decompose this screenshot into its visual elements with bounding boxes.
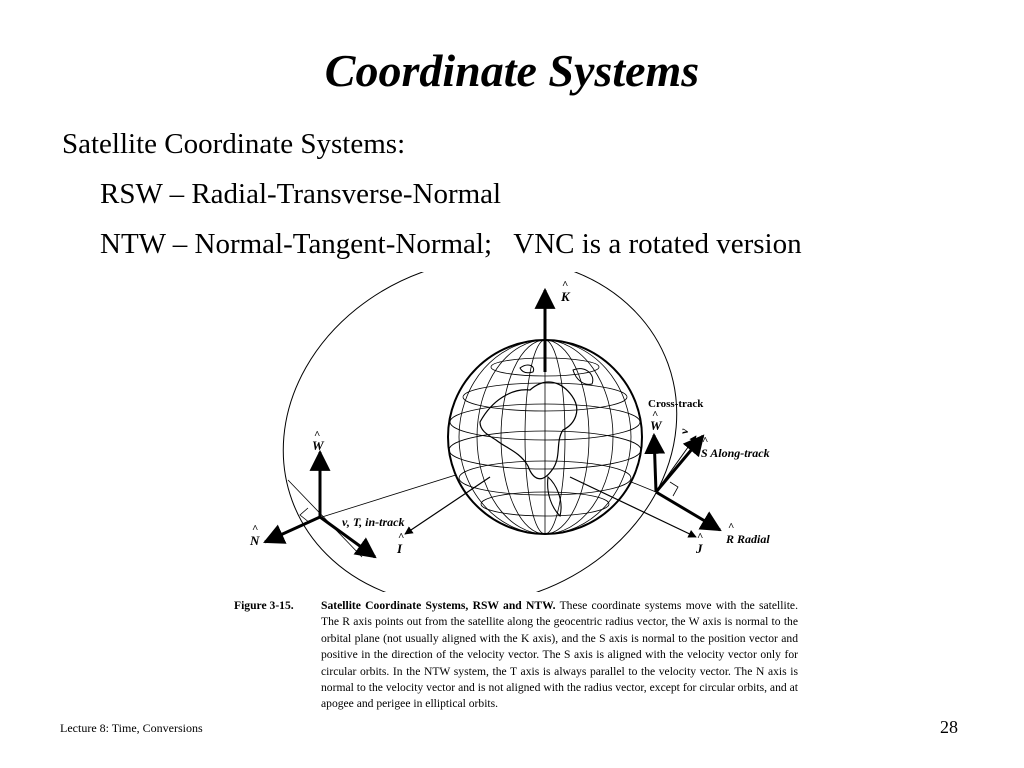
label-w-left: W <box>312 438 325 453</box>
label-s-along-track: S Along-track <box>701 446 770 460</box>
hat-j: ^ <box>697 531 703 543</box>
w-right-arrow <box>644 432 666 493</box>
orbit-ellipse <box>282 272 678 592</box>
n-arrow <box>263 515 321 544</box>
hat-n: ^ <box>252 523 258 535</box>
label-w-right: W <box>650 418 663 433</box>
footer-lecture-label: Lecture 8: Time, Conversions <box>60 721 203 735</box>
caption-body: These coordinate systems move with the s… <box>321 599 798 711</box>
caption-title: Satellite Coordinate Systems, RSW and NT… <box>321 599 556 612</box>
label-n: N <box>249 533 260 548</box>
bullet-satellite-systems: Satellite Coordinate Systems: <box>62 128 406 160</box>
hat-s: ^ <box>702 435 708 447</box>
hat-i: ^ <box>398 531 404 543</box>
bullet-rsw: RSW – Radial-Transverse-Normal <box>100 178 502 210</box>
label-v-right: v <box>677 428 691 434</box>
r-arrow <box>655 490 722 532</box>
caption-figure-number: Figure 3-15. <box>234 599 294 612</box>
label-r-radial: R Radial <box>725 532 770 546</box>
left-tangent-line <box>287 479 363 558</box>
hat-w-left: ^ <box>314 429 320 441</box>
i-axis-arrow <box>404 476 491 535</box>
label-j: J <box>695 541 703 556</box>
label-v-t-intrack: v, T, in-track <box>342 515 404 529</box>
right-right-angle-mark <box>669 481 679 497</box>
coordinate-systems-diagram: ^ K ^ W ^ N v, T, in-track ^ I Cross-tra… <box>249 272 770 592</box>
s-arrow <box>654 434 705 493</box>
j-axis-arrow <box>569 476 697 538</box>
left-right-angle-mark <box>299 507 311 524</box>
v-t-arrow <box>319 515 377 559</box>
hat-r: ^ <box>728 521 734 533</box>
bullet-ntw: NTW – Normal-Tangent-Normal; VNC is a ro… <box>100 228 802 260</box>
label-k: K <box>560 289 571 304</box>
hat-w-right: ^ <box>652 409 658 421</box>
v-right-arrow <box>655 435 697 493</box>
figure-caption: Figure 3-15. Satellite Coordinate System… <box>234 598 798 713</box>
slide-title: Coordinate Systems <box>324 45 700 96</box>
hat-k: ^ <box>562 279 568 291</box>
label-i: I <box>396 541 403 556</box>
earth-globe <box>447 339 643 535</box>
slide-number: 28 <box>940 717 958 737</box>
label-cross-track: Cross-track <box>648 398 704 410</box>
